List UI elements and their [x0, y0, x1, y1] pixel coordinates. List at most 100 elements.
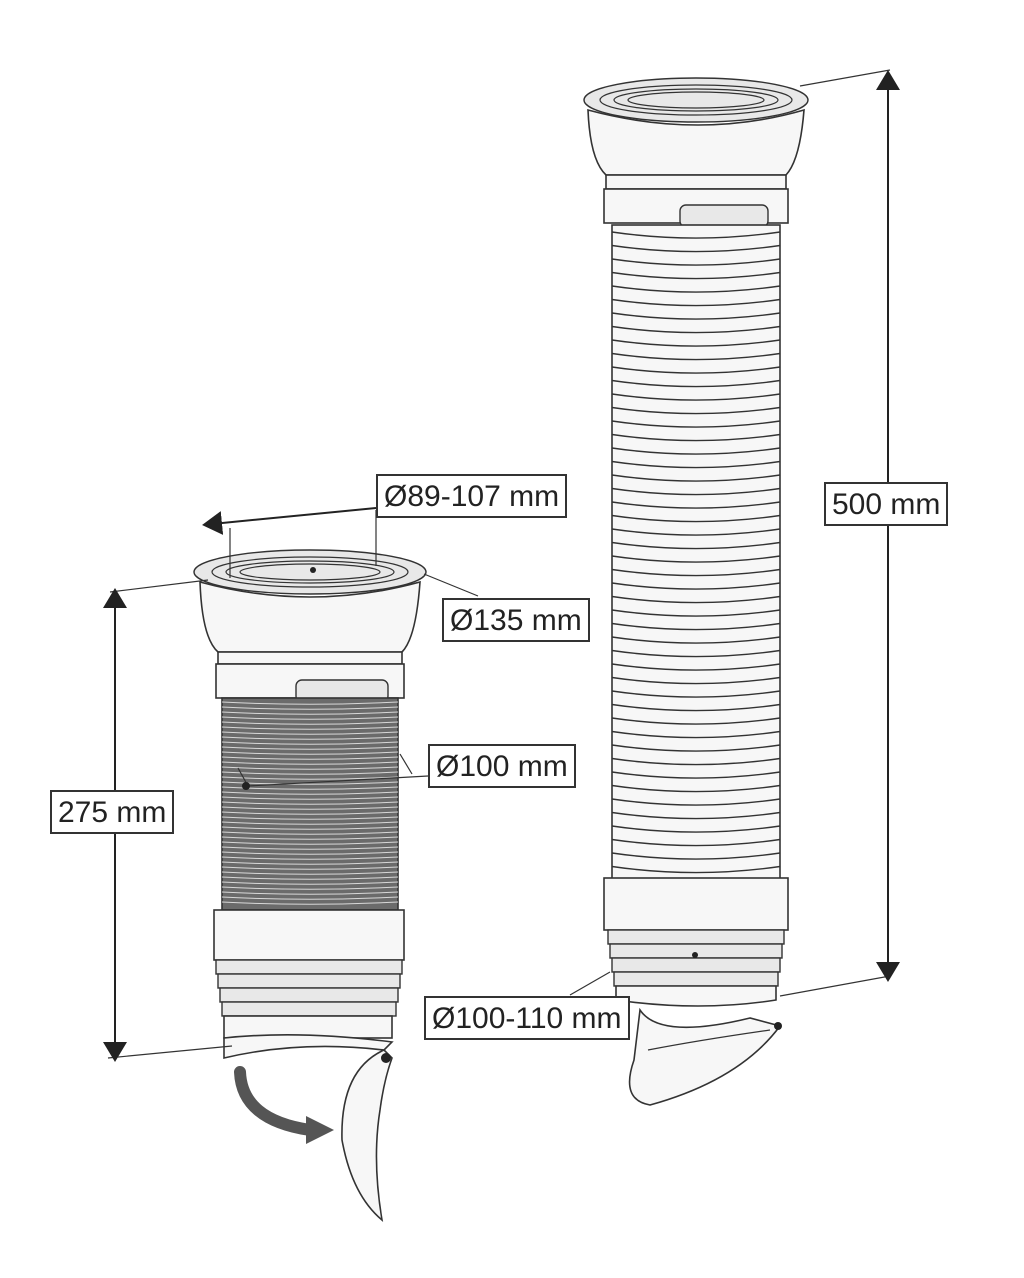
- corrugation-rib: [611, 231, 781, 239]
- corrugation-rib: [611, 825, 781, 833]
- corrugation-rib: [611, 676, 781, 685]
- corrugation-rib: [221, 771, 399, 775]
- extended-pipe: [583, 77, 809, 1106]
- corrugation-rib: [221, 796, 399, 800]
- corrugation-rib: [221, 861, 399, 865]
- corrugation-rib: [221, 756, 399, 760]
- corrugation-rib: [611, 420, 781, 428]
- corrugation-rib: [221, 791, 399, 795]
- corrugation-rib: [611, 717, 781, 725]
- compressed-pipe: [193, 549, 427, 1222]
- outer-diameter-leader: [423, 573, 479, 597]
- corrugation-rib: [611, 366, 781, 374]
- corrugation-rib: [221, 856, 399, 860]
- corrugation-rib: [221, 766, 399, 770]
- corrugation-rib: [221, 886, 399, 890]
- corrugation-rib: [611, 474, 781, 482]
- corrugation-rib: [221, 721, 399, 725]
- corrugation-rib: [221, 711, 399, 715]
- corrugation-rib: [221, 781, 399, 785]
- corrugation-rib: [221, 741, 399, 745]
- corrugation-rib: [221, 871, 399, 875]
- corrugation-rib: [221, 806, 399, 810]
- corrugation-rib: [611, 514, 781, 523]
- corrugation-rib: [611, 622, 781, 631]
- inner-diameter-label: Ø89-107 mm: [376, 474, 568, 518]
- rotation-arrow: [234, 1066, 316, 1136]
- long-length-label: 500 mm: [824, 482, 949, 526]
- corrugation-rib: [611, 379, 781, 388]
- corrugation-rib: [611, 771, 781, 779]
- corrugation-rib: [221, 726, 399, 730]
- outlet-diameter-label: Ø100-110 mm: [424, 996, 630, 1040]
- outlet-diameter-leader: [569, 971, 611, 996]
- corrugation-rib: [221, 716, 399, 720]
- corrugation-rib: [221, 836, 399, 840]
- outer-diameter-label: Ø135 mm: [442, 598, 590, 642]
- extended-pipe-top-flange: [583, 77, 809, 123]
- corrugation-rib: [611, 649, 781, 658]
- pipe-diameter-leader: [247, 775, 429, 787]
- corrugation-rib: [221, 746, 399, 750]
- corrugation-rib: [221, 826, 399, 830]
- pipe-diameter-label: Ø100 mm: [428, 744, 576, 788]
- corrugation-rib: [221, 891, 399, 895]
- corrugation-rib: [611, 393, 781, 401]
- corrugation-rib: [221, 816, 399, 820]
- corrugation-rib: [611, 352, 781, 361]
- inner-diameter-dimension-line: [202, 507, 377, 535]
- corrugation-rib: [611, 784, 781, 793]
- corrugation-rib: [221, 851, 399, 855]
- short-length-label: 275 mm: [50, 790, 175, 834]
- corrugation-rib: [611, 541, 781, 550]
- corrugation-rib: [611, 298, 781, 307]
- corrugation-rib: [611, 555, 781, 563]
- corrugation-rib: [221, 751, 399, 755]
- corrugation-rib: [221, 841, 399, 845]
- corrugation-rib: [611, 838, 781, 847]
- compressed-pipe-top-flange: [193, 549, 427, 595]
- corrugation-rib: [611, 447, 781, 455]
- corrugation-rib: [221, 761, 399, 765]
- corrugation-rib: [611, 271, 781, 280]
- corrugation-rib: [221, 896, 399, 900]
- corrugation-rib: [611, 690, 781, 698]
- corrugation-rib: [221, 876, 399, 880]
- corrugation-rib: [611, 852, 781, 860]
- corrugation-rib: [611, 811, 781, 820]
- corrugation-rib: [611, 406, 781, 415]
- corrugation-rib: [221, 736, 399, 740]
- corrugation-rib: [611, 312, 781, 320]
- corrugation-rib: [611, 663, 781, 671]
- corrugation-rib: [221, 831, 399, 835]
- corrugation-rib: [611, 528, 781, 536]
- corrugation-rib: [611, 595, 781, 604]
- corrugation-rib: [611, 730, 781, 739]
- corrugation-rib: [611, 865, 781, 874]
- corrugation-rib: [611, 460, 781, 469]
- corrugation-rib: [611, 744, 781, 752]
- corrugation-rib: [611, 339, 781, 347]
- corrugation-rib: [611, 636, 781, 644]
- corrugation-rib: [611, 325, 781, 334]
- corrugation-rib: [611, 501, 781, 509]
- corrugation-rib: [221, 821, 399, 825]
- corrugation-rib: [221, 801, 399, 805]
- corrugation-rib: [221, 901, 399, 905]
- corrugation-rib: [611, 798, 781, 806]
- corrugation-rib: [611, 582, 781, 590]
- corrugation-rib: [611, 285, 781, 293]
- corrugation-rib: [611, 258, 781, 266]
- corrugation-rib: [221, 706, 399, 710]
- corrugation-rib: [611, 757, 781, 766]
- corrugation-rib: [611, 433, 781, 442]
- corrugation-rib: [611, 244, 781, 253]
- corrugation-rib: [221, 881, 399, 885]
- corrugation-rib: [611, 609, 781, 617]
- corrugation-rib: [221, 701, 399, 705]
- corrugation-rib: [221, 846, 399, 850]
- corrugation-rib: [611, 487, 781, 496]
- corrugation-rib: [221, 866, 399, 870]
- corrugation-rib: [611, 703, 781, 712]
